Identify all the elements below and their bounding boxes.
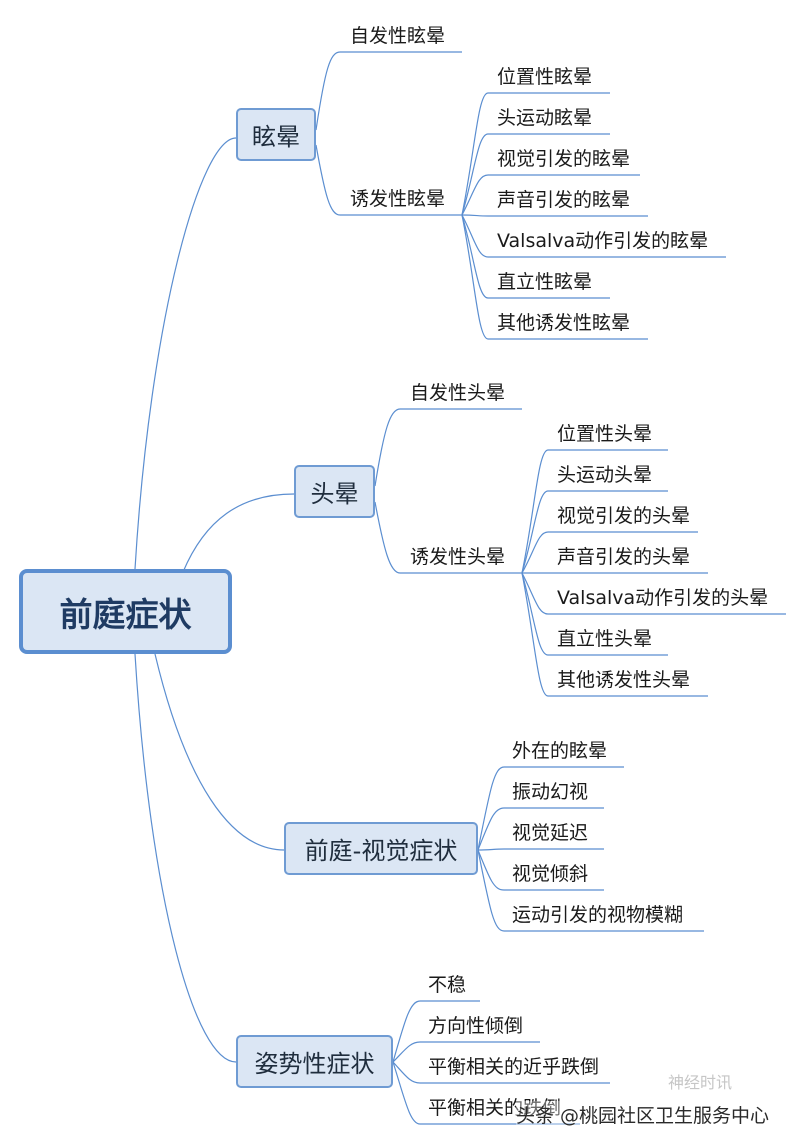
item-vertigo-head-motion: 头运动眩晕 [497, 107, 593, 129]
item-dizziness-orthostatic: 直立性头晕 [557, 628, 653, 650]
item-vertigo-other: 其他诱发性眩晕 [497, 312, 631, 334]
watermark-text: 头条 @桃园社区卫生服务中心 [516, 1101, 770, 1128]
item-oscillopsia: 振动幻视 [512, 781, 589, 803]
watermark-logo: 神经时讯 [668, 1073, 733, 1092]
branch-vestibulo-visual: 前庭-视觉症状 [284, 822, 478, 875]
item-dizziness-sound: 声音引发的头晕 [557, 546, 691, 568]
group-triggered-dizziness: 诱发性头晕 [410, 546, 506, 568]
item-dizziness-valsalva: Valsalva动作引发的头晕 [557, 587, 769, 609]
item-dizziness-head-motion: 头运动头晕 [557, 464, 653, 486]
item-dizziness-other: 其他诱发性头晕 [557, 669, 691, 691]
branch-vertigo: 眩晕 [236, 108, 316, 161]
group-spontaneous-vertigo: 自发性眩晕 [350, 25, 446, 47]
item-fall: 平衡相关的跌倒 [428, 1097, 562, 1119]
root-node: 前庭症状 [19, 569, 232, 654]
item-vertigo-orthostatic: 直立性眩晕 [497, 271, 593, 293]
item-visual-tilt: 视觉倾斜 [512, 863, 589, 885]
branch-postural: 姿势性症状 [236, 1035, 393, 1088]
group-spontaneous-dizziness: 自发性头晕 [410, 382, 506, 404]
item-vertigo-valsalva: Valsalva动作引发的眩晕 [497, 230, 709, 252]
item-motion-blur: 运动引发的视物模糊 [512, 904, 684, 926]
item-vertigo-positional: 位置性眩晕 [497, 66, 593, 88]
item-vertigo-sound: 声音引发的眩晕 [497, 189, 631, 211]
item-directional-pulsion: 方向性倾倒 [428, 1015, 524, 1037]
item-dizziness-visual: 视觉引发的头晕 [557, 505, 691, 527]
item-external-vertigo: 外在的眩晕 [512, 740, 608, 762]
item-visual-lag: 视觉延迟 [512, 822, 589, 844]
branch-dizziness: 头晕 [294, 465, 375, 518]
item-unsteadiness: 不稳 [428, 974, 467, 996]
item-vertigo-visual: 视觉引发的眩晕 [497, 148, 631, 170]
group-triggered-vertigo: 诱发性眩晕 [350, 188, 446, 210]
item-near-fall: 平衡相关的近乎跌倒 [428, 1056, 600, 1078]
item-dizziness-positional: 位置性头晕 [557, 423, 653, 445]
